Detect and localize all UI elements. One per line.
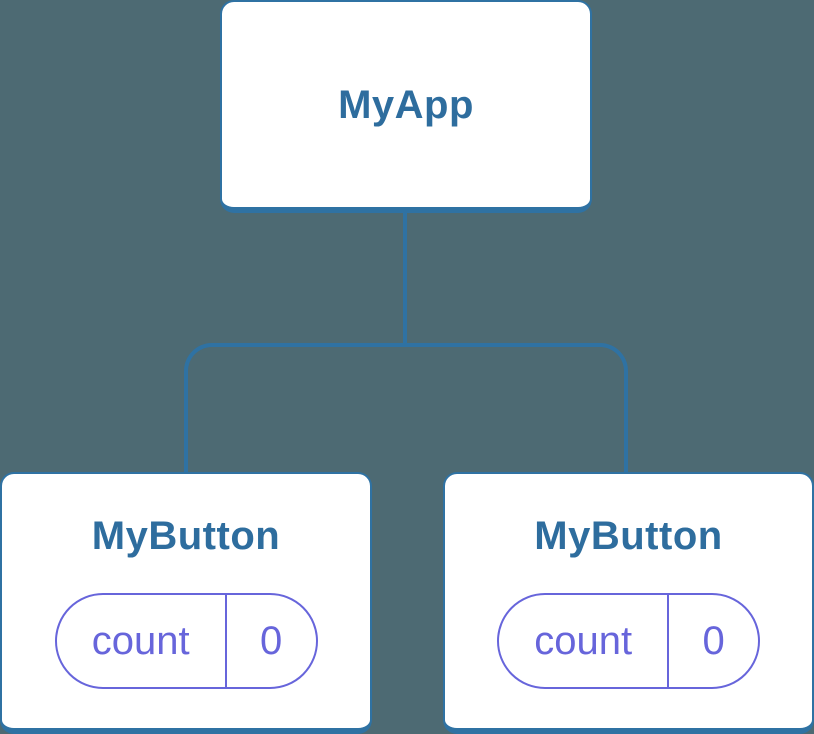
state-value: 0 xyxy=(260,618,283,663)
component-name-child-1: MyButton xyxy=(91,514,281,558)
component-node-root: MyApp xyxy=(220,0,592,213)
tree-connector-stem xyxy=(403,212,407,345)
state-value: 0 xyxy=(702,618,725,663)
state-badge: count 0 xyxy=(497,593,760,689)
component-name-child-2: MyButton xyxy=(534,514,723,558)
tree-connector-bracket xyxy=(184,343,628,472)
component-node-child-1: MyButton count 0 xyxy=(0,472,372,734)
state-name: count xyxy=(57,595,227,687)
state-name: count xyxy=(499,595,670,687)
state-badge: count 0 xyxy=(54,593,318,689)
component-node-child-2: MyButton count 0 xyxy=(443,472,814,734)
component-name-root: MyApp xyxy=(338,82,474,127)
